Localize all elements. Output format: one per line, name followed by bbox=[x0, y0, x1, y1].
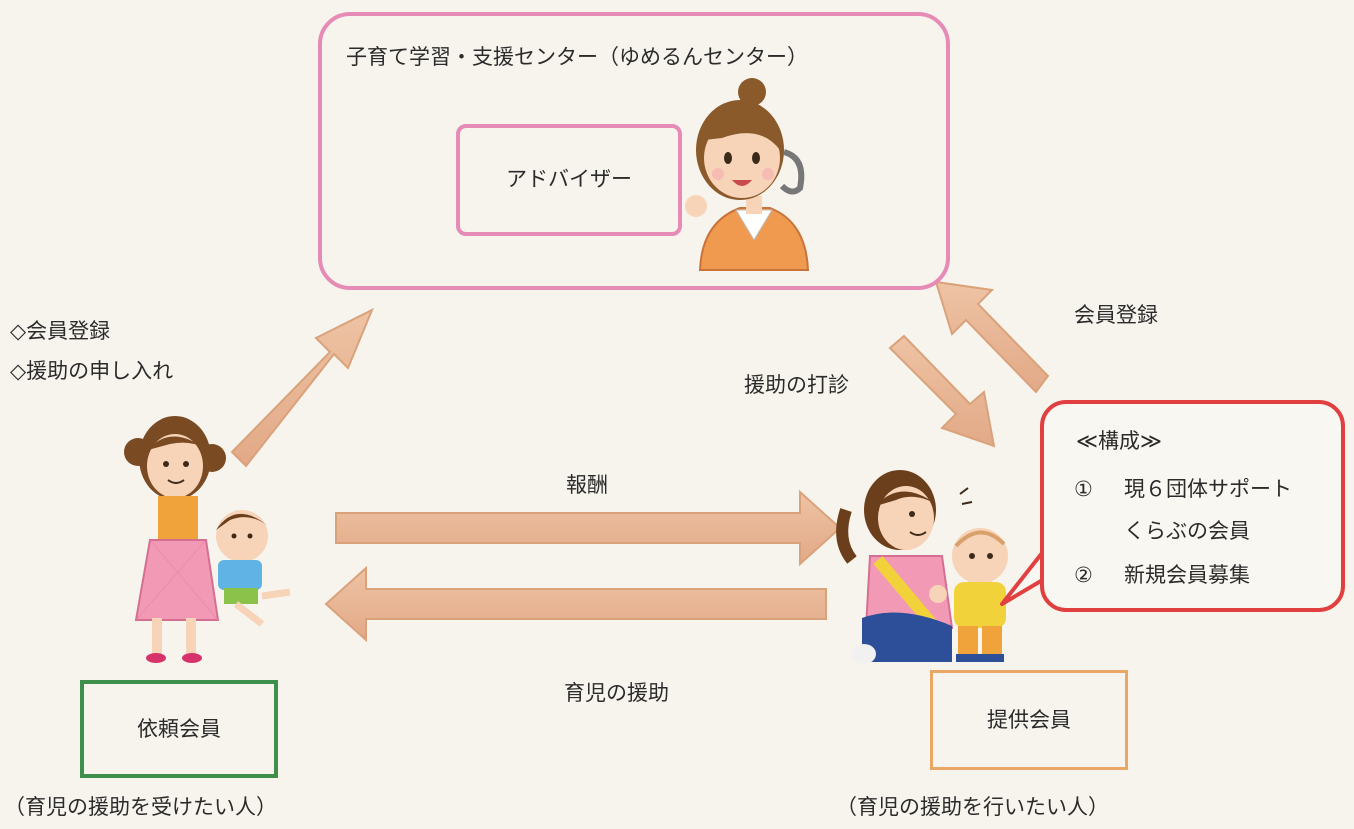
provider-sounding-label: 援助の打診 bbox=[744, 373, 849, 397]
support-center-title: 子育て学習・支援センター（ゆめるんセンター） bbox=[346, 45, 808, 69]
support-center-box bbox=[318, 12, 950, 290]
reward-label: 報酬 bbox=[566, 473, 608, 497]
provider-member-box: 提供会員 bbox=[930, 670, 1128, 770]
provider-registration-label: 会員登録 bbox=[1074, 303, 1158, 327]
composition-heading: ≪構成≫ bbox=[1076, 429, 1162, 453]
requester-action-registration: ◇会員登録 bbox=[10, 319, 111, 343]
requester-member-label: 依頼会員 bbox=[137, 717, 221, 741]
composition-item-2-marker: ② bbox=[1074, 563, 1093, 587]
provider-member-caption: （育児の援助を行いたい人） bbox=[836, 795, 1109, 819]
requester-action-request-support: ◇援助の申し入れ bbox=[10, 359, 174, 383]
arrow-reward bbox=[335, 489, 842, 567]
arrow-provider-registration bbox=[934, 280, 1050, 394]
arrow-requester-to-center bbox=[230, 307, 374, 468]
arrow-center-to-provider-sounding bbox=[888, 334, 996, 448]
childcare-support-label: 育児の援助 bbox=[564, 681, 669, 705]
composition-item-2-text: 新規会員募集 bbox=[1124, 563, 1250, 587]
provider-member-label: 提供会員 bbox=[987, 708, 1071, 732]
composition-item-1-marker: ① bbox=[1074, 477, 1093, 501]
adviser-label: アドバイザー bbox=[506, 167, 632, 191]
composition-bubble-tail bbox=[1000, 546, 1048, 606]
composition-item-1-text-line2: くらぶの会員 bbox=[1124, 519, 1250, 543]
provider-illustration bbox=[836, 470, 1008, 664]
composition-item-1-text: 現６団体サポート bbox=[1124, 477, 1292, 501]
adviser-illustration bbox=[685, 78, 810, 271]
adviser-box: アドバイザー bbox=[456, 124, 682, 236]
composition-bubble bbox=[1040, 400, 1345, 612]
requester-illustration bbox=[124, 416, 291, 663]
requester-member-caption: （育児の援助を受けたい人） bbox=[4, 795, 277, 819]
arrow-childcare-support bbox=[324, 565, 827, 643]
requester-member-box: 依頼会員 bbox=[80, 680, 278, 778]
